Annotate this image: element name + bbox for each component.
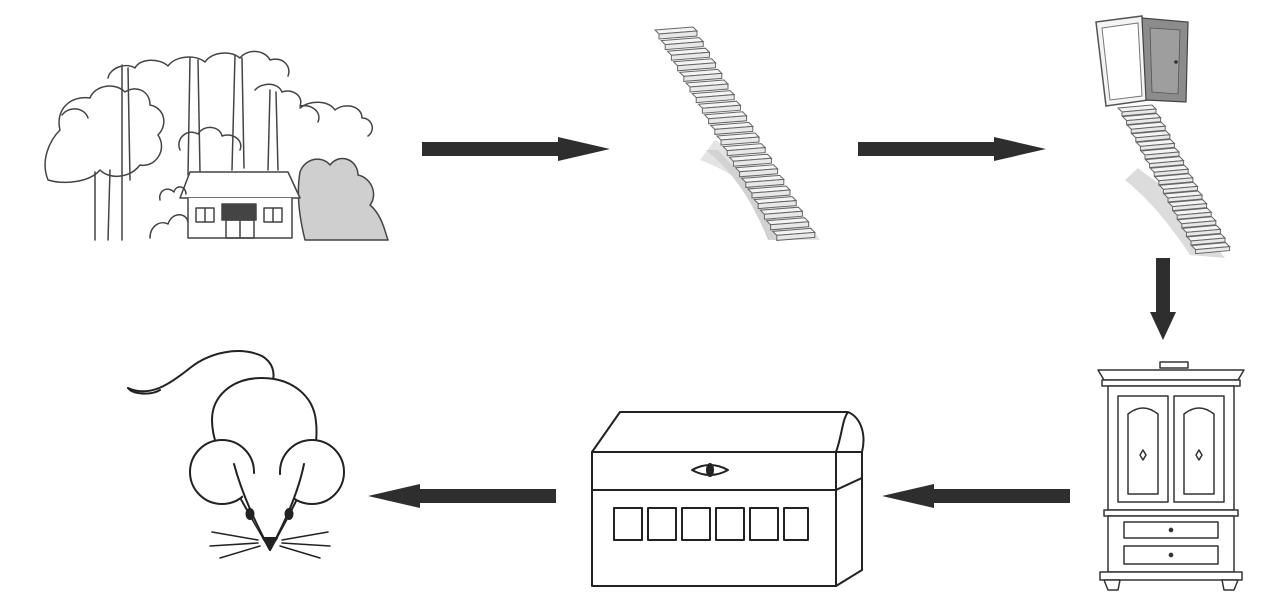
arrow-house-to-stairs	[422, 137, 610, 161]
arrow-wardrobe-to-chest	[882, 484, 1070, 508]
wardrobe-icon	[1098, 362, 1244, 590]
house-in-forest-icon	[45, 51, 388, 240]
staircase-icon	[655, 27, 820, 240]
arrow-door-to-wardrobe	[1150, 258, 1176, 340]
arrow-stairs-to-door	[858, 137, 1046, 161]
arrow-chest-to-mouse	[368, 484, 556, 508]
treasure-chest-icon	[592, 412, 863, 586]
stair-steps	[655, 27, 815, 240]
mouse-icon	[128, 351, 344, 558]
staircase-to-door-icon	[1096, 16, 1230, 258]
